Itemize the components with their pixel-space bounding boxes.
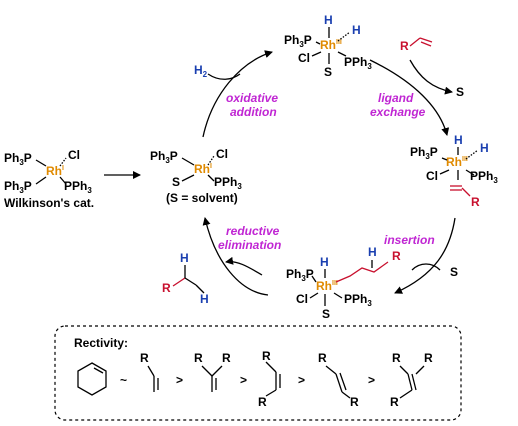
svg-text:R: R bbox=[350, 395, 359, 409]
terminal-alkene: R bbox=[140, 351, 159, 392]
wilk-rh: Rh bbox=[46, 164, 62, 178]
wilkinsons-catalyst: Ph3P Cl RhI Ph3P PPh3 Wilkinson's cat. bbox=[4, 148, 94, 210]
cyclohexene bbox=[77, 362, 107, 396]
reactivity-frame bbox=[54, 325, 462, 421]
active-pph3: PPh bbox=[214, 175, 237, 189]
svg-text:R: R bbox=[424, 351, 433, 365]
bottom-h2: H bbox=[368, 245, 377, 259]
svg-text:Ph3P: Ph3P bbox=[286, 267, 314, 283]
gem-disubstituted-alkene: R R bbox=[194, 351, 231, 392]
alkene-r: R bbox=[400, 39, 409, 53]
label-ligand: ligand bbox=[378, 91, 414, 105]
label-oxidative: oxidative bbox=[226, 91, 278, 105]
wilk-cl: Cl bbox=[68, 148, 80, 162]
svg-text:RhI: RhI bbox=[46, 164, 64, 178]
cis-alkene: R R bbox=[258, 349, 281, 409]
cycle-arrows bbox=[202, 50, 456, 296]
wilk-ph3p-top: Ph bbox=[4, 151, 19, 165]
product-r: R bbox=[162, 281, 171, 295]
sep-gt-1: > bbox=[176, 373, 183, 387]
alkane-product: H R H bbox=[162, 251, 209, 306]
svg-text:Ph3P: Ph3P bbox=[4, 151, 32, 167]
trisubstituted-alkene: R R R bbox=[390, 351, 433, 409]
svg-text:R: R bbox=[194, 351, 203, 365]
sep-gt-2: > bbox=[240, 373, 247, 387]
svg-text:Ph3P: Ph3P bbox=[410, 145, 438, 161]
svg-text:R: R bbox=[262, 349, 271, 363]
bottom-rh: Rh bbox=[316, 279, 332, 293]
label-reductive: reductive bbox=[226, 224, 280, 238]
s-in-arrow bbox=[411, 263, 441, 271]
svg-text:PPh3: PPh3 bbox=[64, 179, 92, 195]
svg-text:PPh3: PPh3 bbox=[344, 292, 372, 308]
svg-text:Ph3P: Ph3P bbox=[284, 33, 312, 49]
label-addition: addition bbox=[230, 105, 277, 119]
right-rh: Rh bbox=[446, 155, 462, 169]
svg-text:R: R bbox=[390, 395, 399, 409]
svg-text:RhIII: RhIII bbox=[446, 155, 468, 169]
h2-reagent: H2 bbox=[194, 63, 208, 79]
top-cl: Cl bbox=[298, 51, 310, 65]
wilkinson-caption: Wilkinson's cat. bbox=[4, 196, 94, 210]
svg-text:PPh3: PPh3 bbox=[214, 175, 242, 191]
product-out-arrow bbox=[225, 256, 263, 276]
bottom-cl: Cl bbox=[296, 292, 308, 306]
active-rh: Rh bbox=[194, 162, 210, 176]
bottom-r: R bbox=[392, 249, 401, 263]
top-rh: Rh bbox=[320, 38, 336, 52]
reactivity-panel: Rectivity: ~ R > R R > bbox=[54, 325, 462, 421]
active-s: S bbox=[172, 175, 180, 189]
wilk-ph3p-bot: Ph bbox=[4, 179, 19, 193]
sep-tilde: ~ bbox=[120, 373, 127, 387]
h2-in-arrow bbox=[207, 73, 241, 80]
svg-text:R: R bbox=[318, 351, 327, 365]
label-elimination: elimination bbox=[218, 238, 281, 252]
reactivity-title: Rectivity: bbox=[74, 336, 128, 350]
s-entering: S bbox=[450, 265, 458, 279]
bottom-h1: H bbox=[320, 255, 329, 269]
alkene-reagent: R bbox=[400, 37, 433, 53]
active-ph3p: Ph bbox=[150, 149, 165, 163]
svg-text:PPh3: PPh3 bbox=[344, 55, 372, 71]
right-r: R bbox=[471, 195, 480, 209]
arrow-oxidative-addition bbox=[202, 50, 273, 138]
complex-alkene: H H Ph3P RhIII Cl PPh3 R bbox=[410, 133, 498, 209]
complex-alkyl: H H R Ph3P RhIII Cl PPh3 S bbox=[286, 245, 401, 321]
svg-text:RhI: RhI bbox=[194, 162, 212, 176]
s-leaving: S bbox=[456, 85, 464, 99]
svg-text:R: R bbox=[392, 351, 401, 365]
svg-text:R: R bbox=[222, 351, 231, 365]
arrow-reductive-elimination bbox=[202, 217, 269, 296]
sep-gt-4: > bbox=[368, 373, 375, 387]
svg-text:R: R bbox=[258, 395, 267, 409]
svg-text:RhIII: RhIII bbox=[320, 38, 342, 52]
top-h1: H bbox=[324, 13, 333, 27]
active-catalyst: Ph3P Cl RhI S PPh3 (S = solvent) bbox=[150, 147, 242, 205]
right-cl: Cl bbox=[426, 169, 438, 183]
solvent-note: (S = solvent) bbox=[166, 191, 238, 205]
svg-text:Ph3P: Ph3P bbox=[4, 179, 32, 195]
svg-text:H: H bbox=[180, 251, 189, 265]
complex-dihydride: H H Ph3P RhIII Cl PPh3 S bbox=[284, 13, 372, 79]
label-exchange: exchange bbox=[370, 105, 426, 119]
right-h2: H bbox=[480, 141, 489, 155]
wilk-pph3: PPh bbox=[64, 179, 87, 193]
s-out-arrow bbox=[409, 59, 453, 95]
arrow-insertion bbox=[394, 217, 456, 294]
svg-text:PPh3: PPh3 bbox=[470, 169, 498, 185]
svg-text:Ph3P: Ph3P bbox=[150, 149, 178, 165]
bottom-s: S bbox=[322, 307, 330, 321]
trans-alkene: R R bbox=[318, 351, 359, 409]
active-cl: Cl bbox=[216, 147, 228, 161]
right-h1: H bbox=[454, 133, 463, 147]
svg-text:RhIII: RhIII bbox=[316, 279, 338, 293]
svg-text:H: H bbox=[200, 292, 209, 306]
svg-text:R: R bbox=[140, 351, 149, 365]
top-h2: H bbox=[352, 23, 361, 37]
top-s: S bbox=[324, 65, 332, 79]
sep-gt-3: > bbox=[298, 373, 305, 387]
label-insertion: insertion bbox=[384, 233, 435, 247]
arrow-ligand-exchange bbox=[369, 59, 450, 136]
